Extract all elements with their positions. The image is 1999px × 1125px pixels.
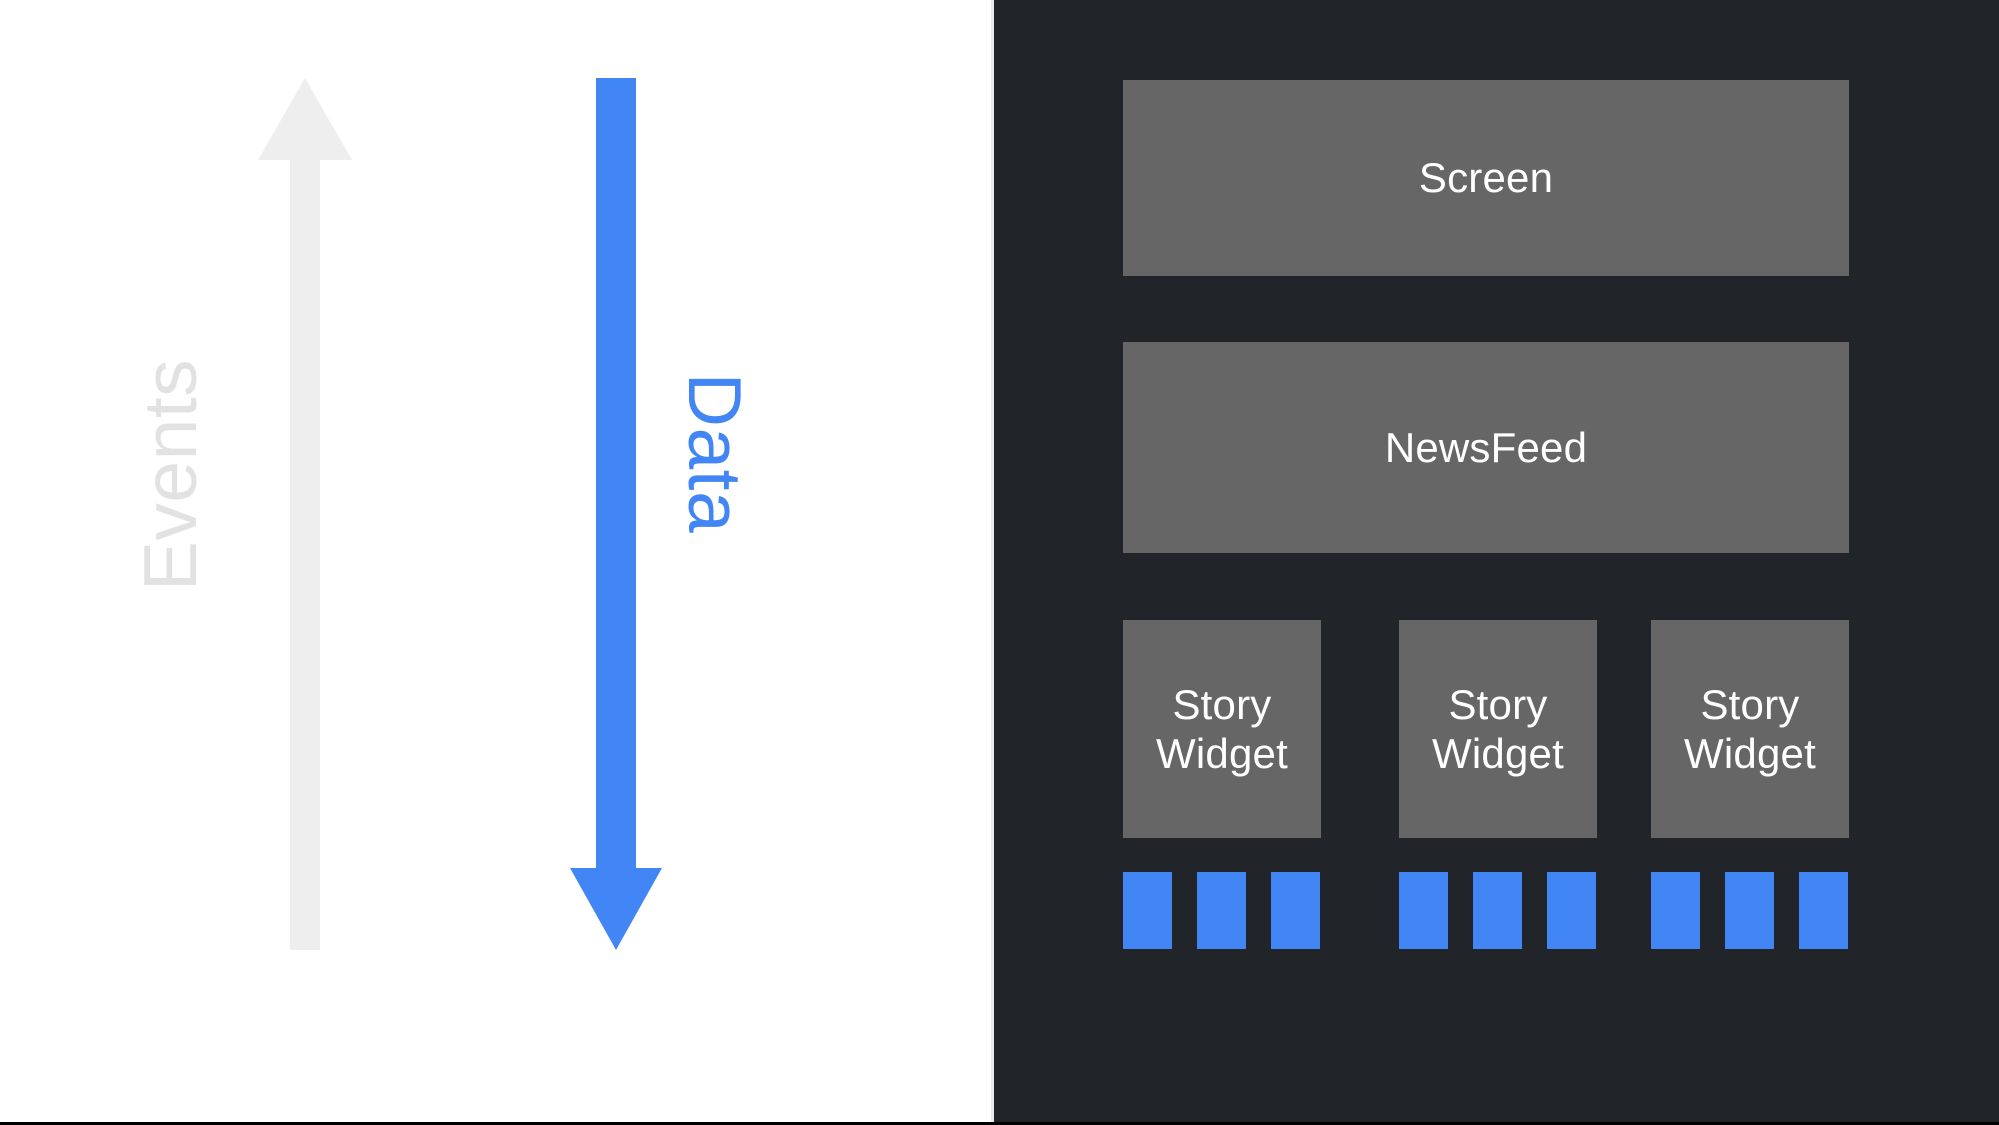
node-story-widget: Story Widget xyxy=(1399,620,1597,838)
leaf-node xyxy=(1271,872,1320,949)
node-newsfeed: NewsFeed xyxy=(1123,342,1849,553)
leaf-node xyxy=(1197,872,1246,949)
leaf-node xyxy=(1399,872,1448,949)
events-flow-label-text: Events xyxy=(128,358,212,592)
node-story-widget-line2: Widget xyxy=(1684,730,1816,777)
node-story-widget-line1: Story xyxy=(1172,680,1272,728)
leaf-node xyxy=(1799,872,1848,949)
node-story-widget-label: Story Widget xyxy=(1156,680,1288,778)
node-newsfeed-label: NewsFeed xyxy=(1384,423,1588,471)
leaf-node-group xyxy=(1651,872,1848,949)
widget-tree-pane: Screen NewsFeed Story Widget Story Widge… xyxy=(991,0,1999,1125)
node-story-widget-line2: Widget xyxy=(1156,730,1288,777)
node-screen: Screen xyxy=(1123,80,1849,276)
node-story-widget-label: Story Widget xyxy=(1684,680,1816,778)
leaf-node xyxy=(1651,872,1700,949)
leaf-node xyxy=(1123,872,1172,949)
bottom-divider xyxy=(0,1122,1999,1125)
node-screen-label: Screen xyxy=(1418,154,1554,202)
flow-legend-pane: Events Data xyxy=(0,0,991,1125)
leaf-node xyxy=(1473,872,1522,949)
leaf-node xyxy=(1725,872,1774,949)
node-story-widget: Story Widget xyxy=(1123,620,1321,838)
arrow-up-icon xyxy=(255,78,355,950)
node-story-widget: Story Widget xyxy=(1651,620,1849,838)
leaf-node xyxy=(1547,872,1596,949)
leaf-node-group xyxy=(1399,872,1596,949)
leaf-node-group xyxy=(1123,872,1320,949)
node-story-widget-line1: Story xyxy=(1700,680,1800,728)
arrow-down-icon xyxy=(568,78,664,950)
node-story-widget-label: Story Widget xyxy=(1432,680,1564,778)
node-story-widget-line2: Widget xyxy=(1432,730,1564,777)
node-story-widget-line1: Story xyxy=(1448,680,1548,728)
data-flow-label-text: Data xyxy=(673,372,757,534)
